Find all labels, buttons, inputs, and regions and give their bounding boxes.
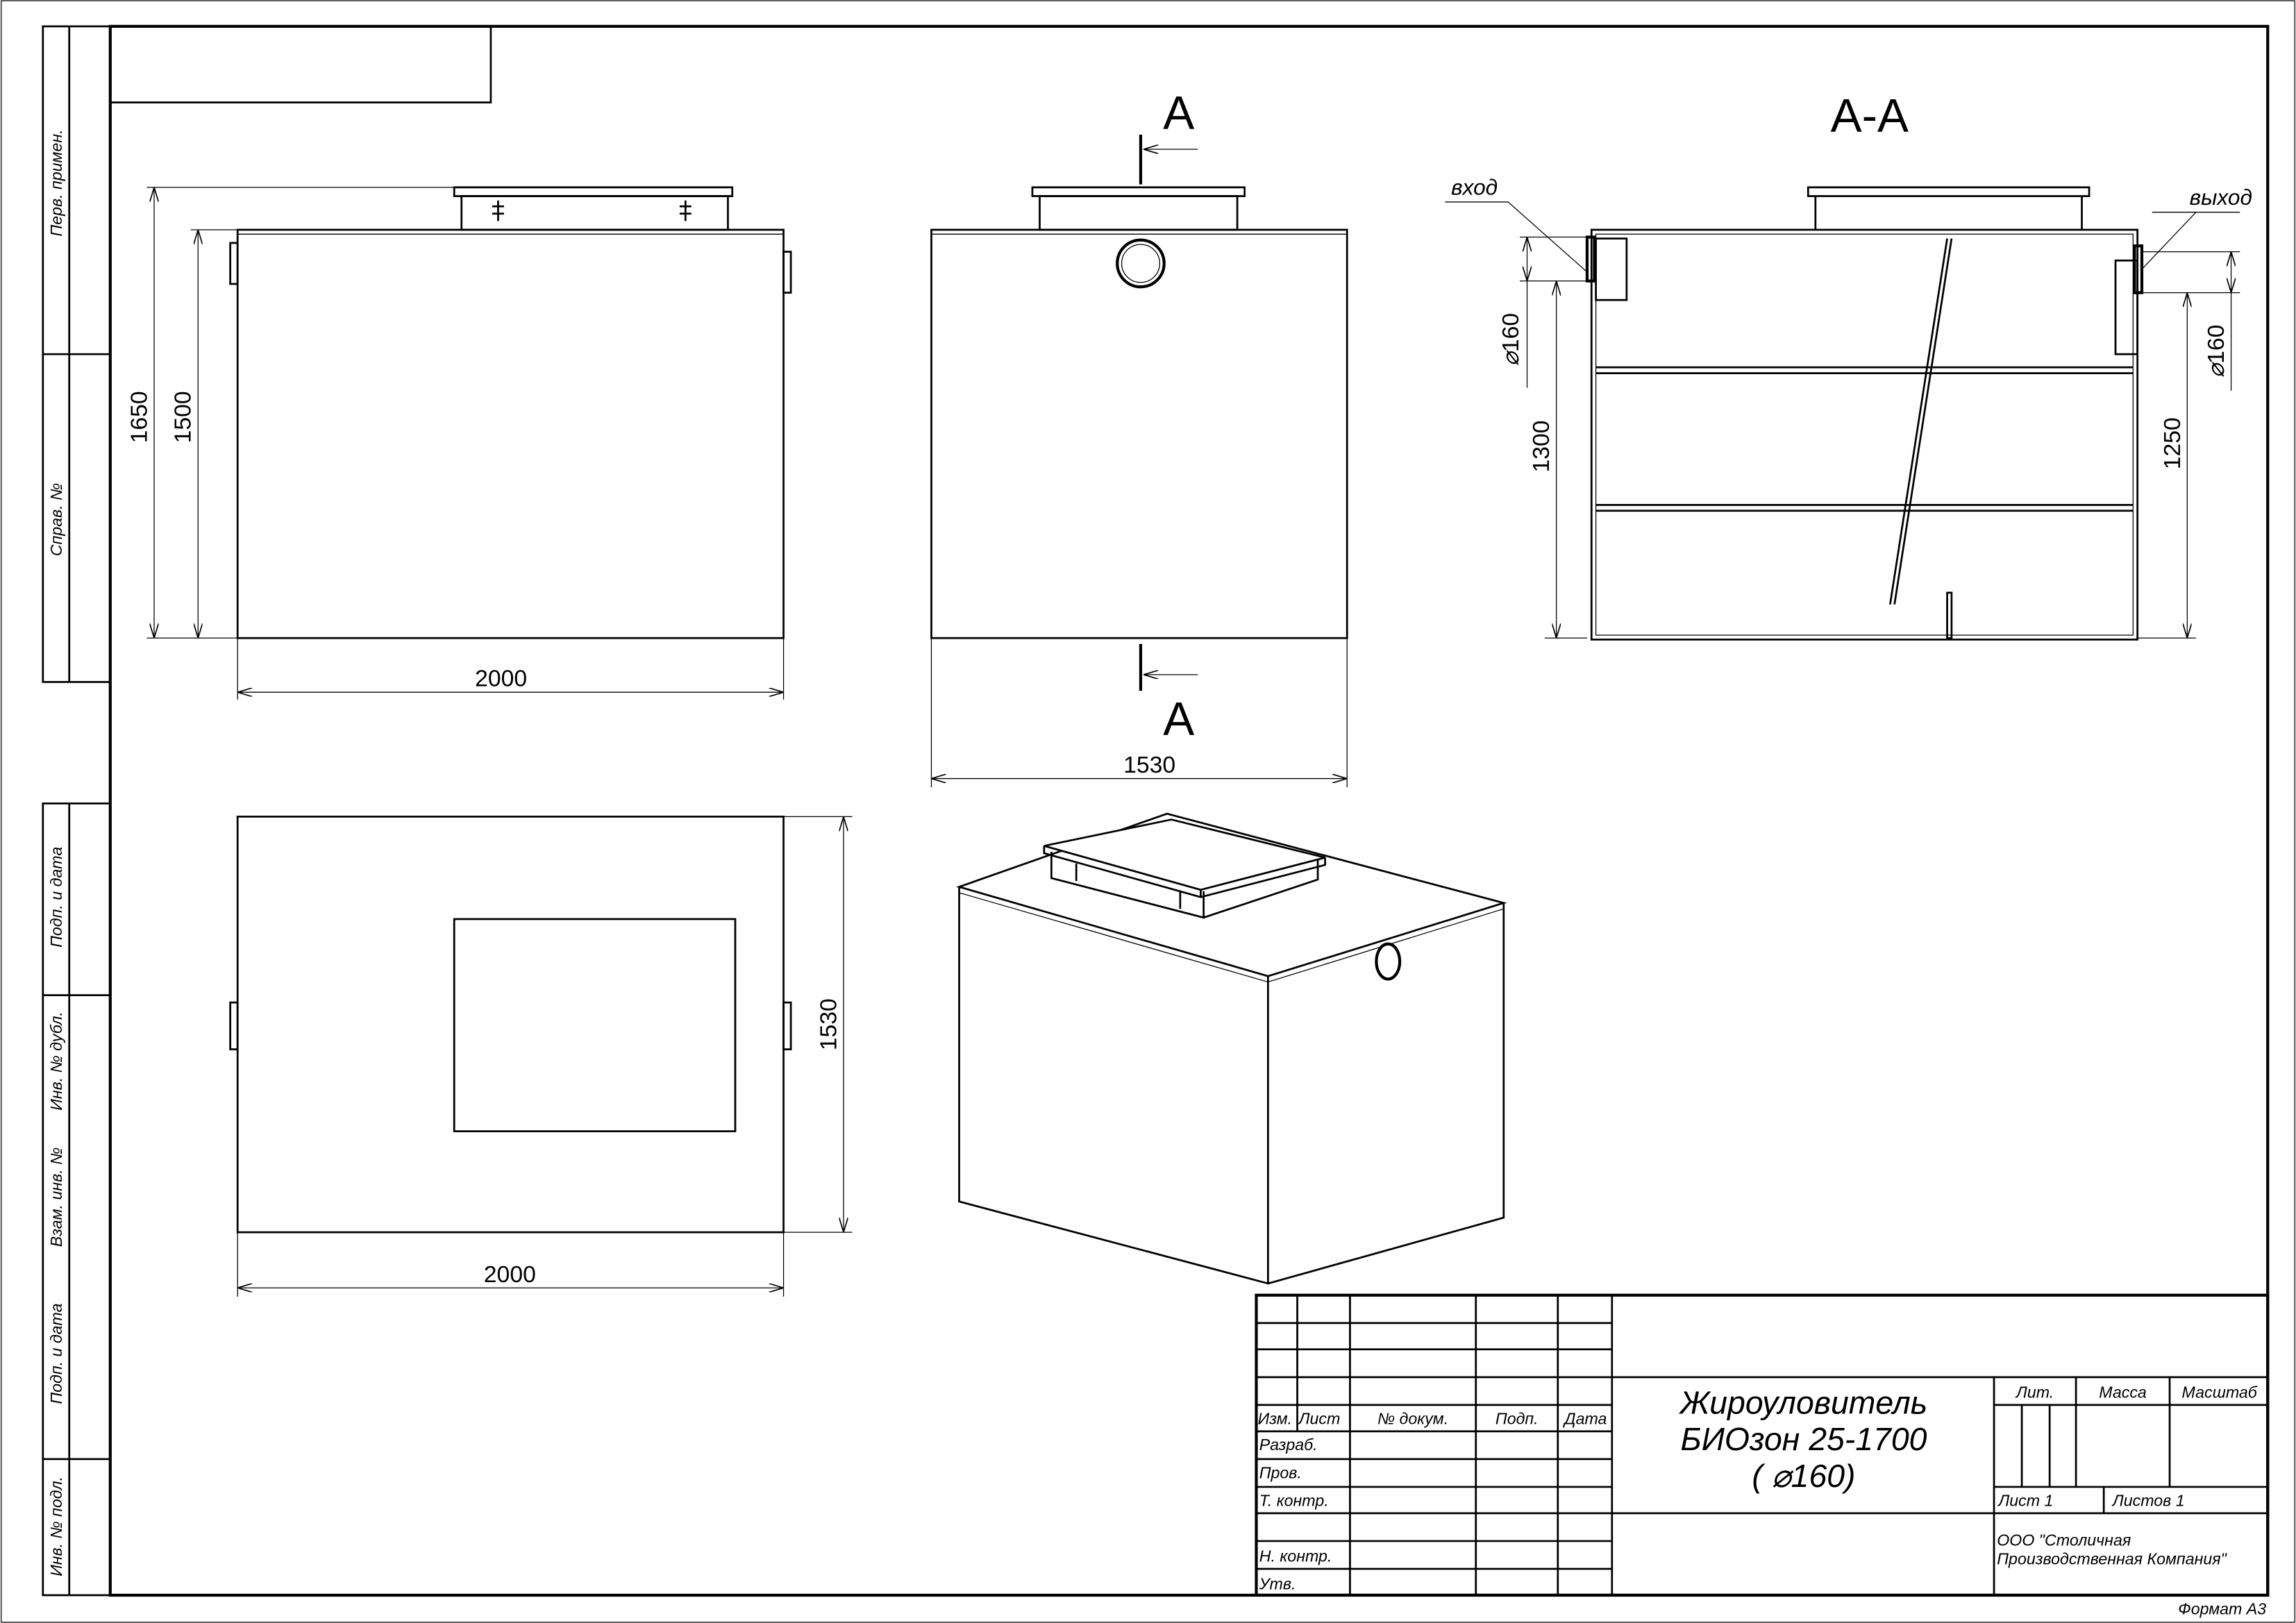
- margin-label: Перв. примен.: [47, 129, 65, 236]
- section-view: А-А вход выход ⌀160 1300 ⌀160 1250: [1445, 90, 2252, 641]
- drawing-title-line2: БИОзон 25-1700: [1681, 1421, 1927, 1457]
- role-tech-control: Т. контр.: [1259, 1491, 1329, 1509]
- role-norm-control: Н. контр.: [1259, 1547, 1332, 1565]
- sheet-number: Лист 1: [1997, 1491, 2053, 1509]
- outlet-height: 1250: [2159, 417, 2186, 469]
- section-title: А-А: [1831, 90, 1909, 142]
- margin-label: Инв. № дубл.: [47, 1011, 65, 1111]
- handle-left: [229, 242, 239, 285]
- company-line2: Производственная Компания": [1997, 1550, 2227, 1568]
- role-approved: Утв.: [1259, 1575, 1296, 1593]
- hatch-lid: [453, 918, 737, 1133]
- drawing-title-line3: ( ⌀160): [1752, 1458, 1855, 1494]
- dim-depth: 1530: [815, 998, 841, 1050]
- section-mark-bottom: A: [1163, 693, 1194, 745]
- outlet-pipe: [2114, 259, 2139, 355]
- front-view: 1650 1500 2000: [126, 186, 792, 700]
- baffle: [1889, 238, 1953, 605]
- header-list: Лист: [1298, 1409, 1341, 1427]
- sheet-count: Листов 1: [2111, 1491, 2185, 1509]
- margin-label: Справ. №: [47, 483, 65, 556]
- margin-label: Инв. № подл.: [47, 1477, 65, 1576]
- svg-text:⌀160: ⌀160: [2203, 325, 2229, 378]
- side-view: A A 1530: [930, 87, 1348, 788]
- dim-height-total: 1650: [126, 391, 152, 443]
- inlet-height: 1300: [1528, 420, 1555, 472]
- margin-label: Подп. и дата: [47, 1303, 65, 1404]
- inlet-diameter: 160: [1498, 313, 1524, 352]
- dim-height-body: 1500: [170, 391, 196, 443]
- inlet-pipe: [1595, 237, 1628, 301]
- svg-text:⌀160: ⌀160: [1498, 313, 1524, 367]
- role-developer: Разраб.: [1259, 1436, 1318, 1454]
- diameter-symbol: ⌀: [2203, 361, 2229, 378]
- dim-width: 2000: [475, 666, 527, 692]
- header-date: Дата: [1562, 1409, 1607, 1427]
- outlet-diameter: 160: [2203, 325, 2229, 364]
- section-mark-top: A: [1163, 87, 1194, 140]
- company-line1: ООО "Столичная: [1997, 1531, 2131, 1549]
- iso-pipe: [1375, 942, 1402, 981]
- scale-label: Масштаб: [2182, 1383, 2258, 1401]
- title-block: Изм. Лист № докум. Подп. Дата Разраб. Пр…: [1255, 1293, 2270, 1617]
- mass-label: Масса: [2099, 1383, 2147, 1401]
- outlet-label: выход: [2190, 185, 2252, 210]
- header-doc: № докум.: [1377, 1409, 1448, 1427]
- inlet-label: вход: [1451, 174, 1498, 199]
- lit-label: Лит.: [2015, 1383, 2054, 1401]
- format-label: Формат А3: [2178, 1599, 2266, 1617]
- role-checker: Пров.: [1259, 1463, 1302, 1481]
- diameter-symbol: ⌀: [1498, 349, 1524, 366]
- dim-width: 2000: [484, 1261, 536, 1288]
- margin-label: Подп. и дата: [47, 847, 65, 948]
- top-view: 1530 2000: [229, 816, 853, 1297]
- drawing-title-line1: Жироуловитель: [1679, 1385, 1927, 1421]
- isometric-view: [956, 812, 1507, 1285]
- header-sign: Подп.: [1495, 1409, 1539, 1427]
- shelves: [1595, 366, 2134, 512]
- handle-right: [782, 251, 792, 294]
- margin-stamp: Перв. примен. Справ. № Подп. и дата Инв.…: [42, 25, 112, 1597]
- dim-width: 1530: [1123, 752, 1175, 778]
- header-izm: Изм.: [1258, 1409, 1292, 1427]
- pipe-outlet: [1116, 238, 1166, 289]
- margin-label: Взам. инв. №: [47, 1147, 65, 1247]
